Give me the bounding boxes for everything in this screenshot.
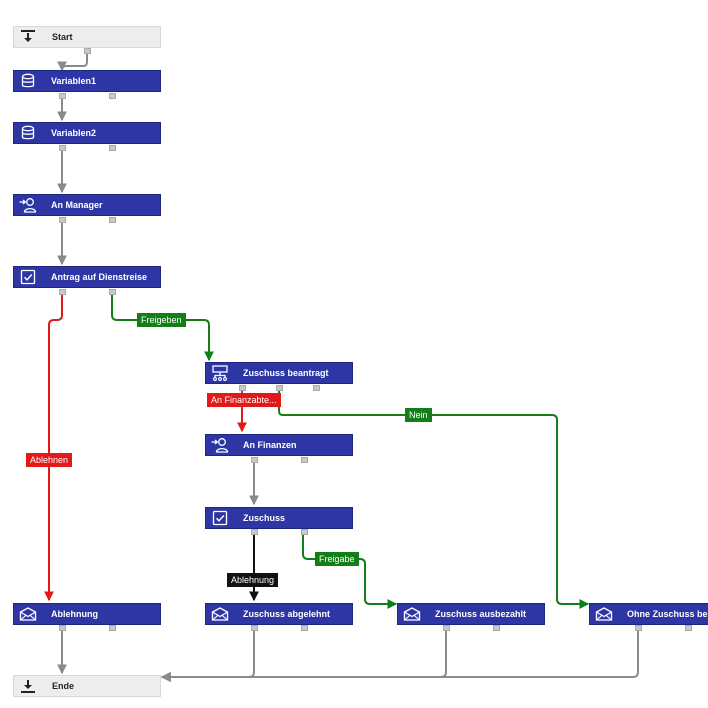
- variablen2-node[interactable]: Variablen2: [13, 122, 161, 144]
- arrow-down-to-bar-icon: [14, 27, 42, 47]
- output-port[interactable]: [313, 385, 320, 391]
- output-port[interactable]: [251, 625, 258, 631]
- database-icon: [14, 123, 42, 143]
- output-port[interactable]: [109, 289, 116, 295]
- edge-label-freigeben[interactable]: Freigeben: [137, 313, 186, 327]
- zuschuss-beantragt-node[interactable]: Zuschuss beantragt: [205, 362, 353, 384]
- edge-ausbezahlt-ende[interactable]: [160, 628, 447, 682]
- output-port[interactable]: [109, 625, 116, 631]
- output-port[interactable]: [109, 145, 116, 151]
- antrag-node[interactable]: Antrag auf Dienstreise: [13, 266, 161, 288]
- output-port[interactable]: [59, 289, 66, 295]
- node-label: Variablen1: [51, 76, 97, 86]
- output-port[interactable]: [276, 385, 283, 391]
- node-label: An Finanzen: [243, 440, 297, 450]
- output-port[interactable]: [301, 529, 308, 535]
- output-port[interactable]: [301, 625, 308, 631]
- output-port[interactable]: [251, 457, 258, 463]
- node-label: Ohne Zuschuss bestätigt: [627, 609, 708, 619]
- edge-abgelehnt-ende[interactable]: [160, 628, 255, 682]
- zuschuss-abgelehnt-node[interactable]: Zuschuss abgelehnt: [205, 603, 353, 625]
- end-node[interactable]: Ende: [13, 675, 161, 697]
- edge-label-ablehnung[interactable]: Ablehnung: [227, 573, 279, 587]
- node-label: Ablehnung: [51, 609, 98, 619]
- decision-branch-icon: [206, 363, 234, 383]
- envelope-icon: [590, 604, 618, 624]
- edge-start-variablen1[interactable]: [57, 52, 88, 72]
- output-port[interactable]: [59, 93, 66, 99]
- node-label: Zuschuss abgelehnt: [243, 609, 331, 619]
- node-label: An Manager: [51, 200, 103, 210]
- task-check-icon: [206, 508, 234, 528]
- output-port[interactable]: [301, 457, 308, 463]
- an-finanzen-node[interactable]: An Finanzen: [205, 434, 353, 456]
- an-manager-node[interactable]: An Manager: [13, 194, 161, 216]
- ablehnung-node[interactable]: Ablehnung: [13, 603, 161, 625]
- node-label: Start: [52, 32, 73, 42]
- arrow-down-to-bar-icon: [14, 676, 42, 696]
- output-port[interactable]: [59, 217, 66, 223]
- node-label: Zuschuss: [243, 513, 286, 523]
- edge-antrag-ablehnung[interactable]: [44, 293, 63, 602]
- ohne-zuschuss-node[interactable]: Ohne Zuschuss bestätigt: [589, 603, 708, 625]
- output-port[interactable]: [239, 385, 246, 391]
- edge-label-an-finanzabteilung[interactable]: An Finanzabte...: [207, 393, 281, 407]
- node-label: Ende: [52, 681, 75, 691]
- output-port[interactable]: [59, 625, 66, 631]
- envelope-icon: [14, 604, 42, 624]
- node-label: Variablen2: [51, 128, 97, 138]
- output-port[interactable]: [443, 625, 450, 631]
- task-check-icon: [14, 267, 42, 287]
- envelope-icon: [398, 604, 426, 624]
- edge-ohnezuschuss-ende[interactable]: [160, 628, 639, 682]
- zuschuss-node[interactable]: Zuschuss: [205, 507, 353, 529]
- output-port[interactable]: [685, 625, 692, 631]
- node-label: Zuschuss ausbezahlt: [435, 609, 527, 619]
- node-label: Antrag auf Dienstreise: [51, 272, 148, 282]
- start-node[interactable]: Start: [13, 26, 161, 48]
- edge-beantragt-ohnezuschuss[interactable]: [278, 388, 590, 609]
- output-port[interactable]: [84, 48, 91, 54]
- output-port[interactable]: [635, 625, 642, 631]
- zuschuss-ausbezahlt-node[interactable]: Zuschuss ausbezahlt: [397, 603, 545, 625]
- output-port[interactable]: [251, 529, 258, 535]
- variablen1-node[interactable]: Variablen1: [13, 70, 161, 92]
- edge-zuschuss-ausbezahlt[interactable]: [302, 532, 398, 609]
- edge-label-nein[interactable]: Nein: [405, 408, 432, 422]
- output-port[interactable]: [59, 145, 66, 151]
- output-port[interactable]: [109, 93, 116, 99]
- assign-user-icon: [206, 435, 234, 455]
- envelope-icon: [206, 604, 234, 624]
- node-label: Zuschuss beantragt: [243, 368, 329, 378]
- edge-label-ablehnen[interactable]: Ablehnen: [26, 453, 73, 467]
- database-icon: [14, 71, 42, 91]
- output-port[interactable]: [493, 625, 500, 631]
- output-port[interactable]: [109, 217, 116, 223]
- assign-user-icon: [14, 195, 42, 215]
- edge-label-freigabe[interactable]: Freigabe: [315, 552, 359, 566]
